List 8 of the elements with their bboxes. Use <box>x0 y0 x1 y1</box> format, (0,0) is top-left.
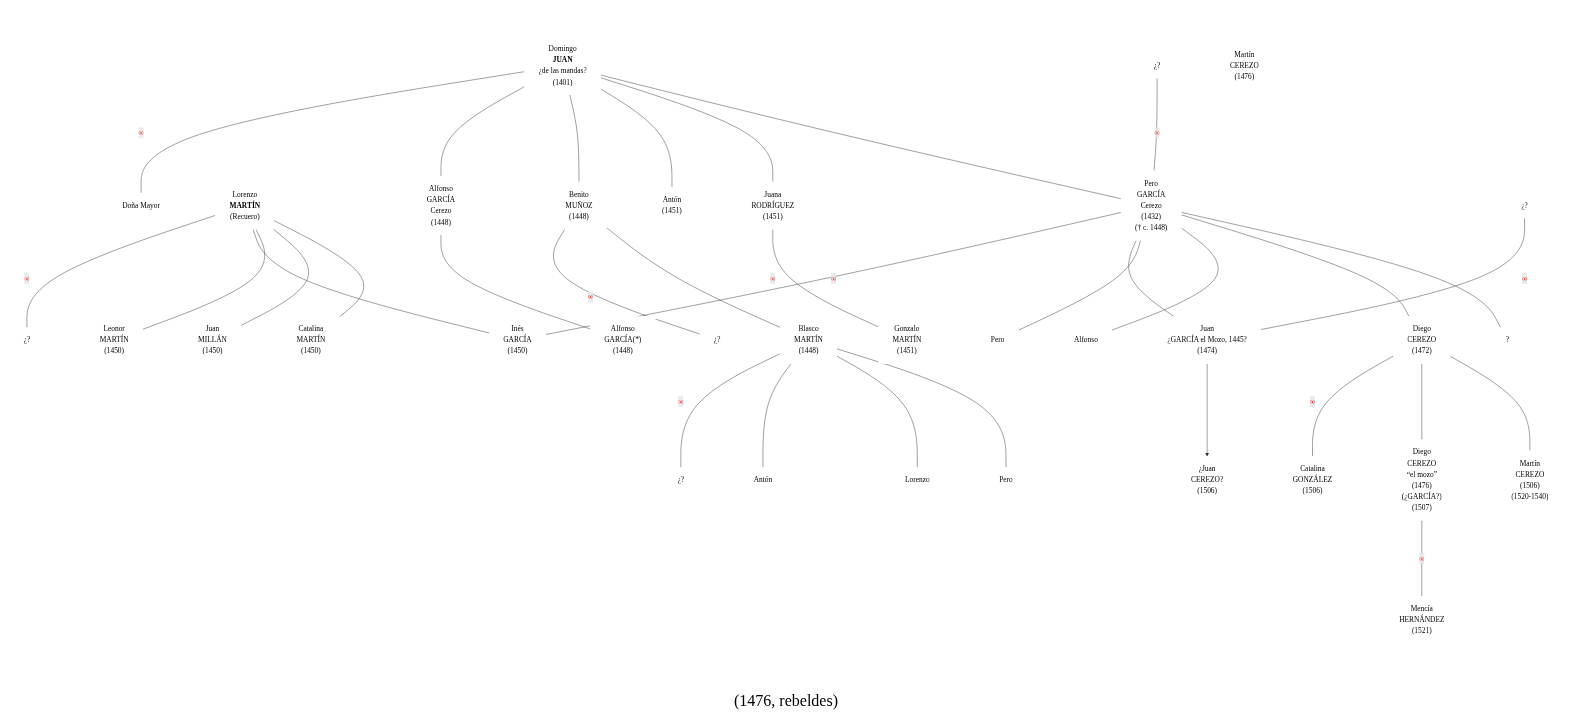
note-text: (1476, rebeldes) <box>734 692 838 709</box>
connector <box>553 229 701 335</box>
connector <box>252 229 490 334</box>
connector <box>1128 240 1174 317</box>
connector <box>1018 240 1141 331</box>
connector <box>545 212 1122 335</box>
connector <box>142 229 265 330</box>
connector <box>240 229 309 326</box>
